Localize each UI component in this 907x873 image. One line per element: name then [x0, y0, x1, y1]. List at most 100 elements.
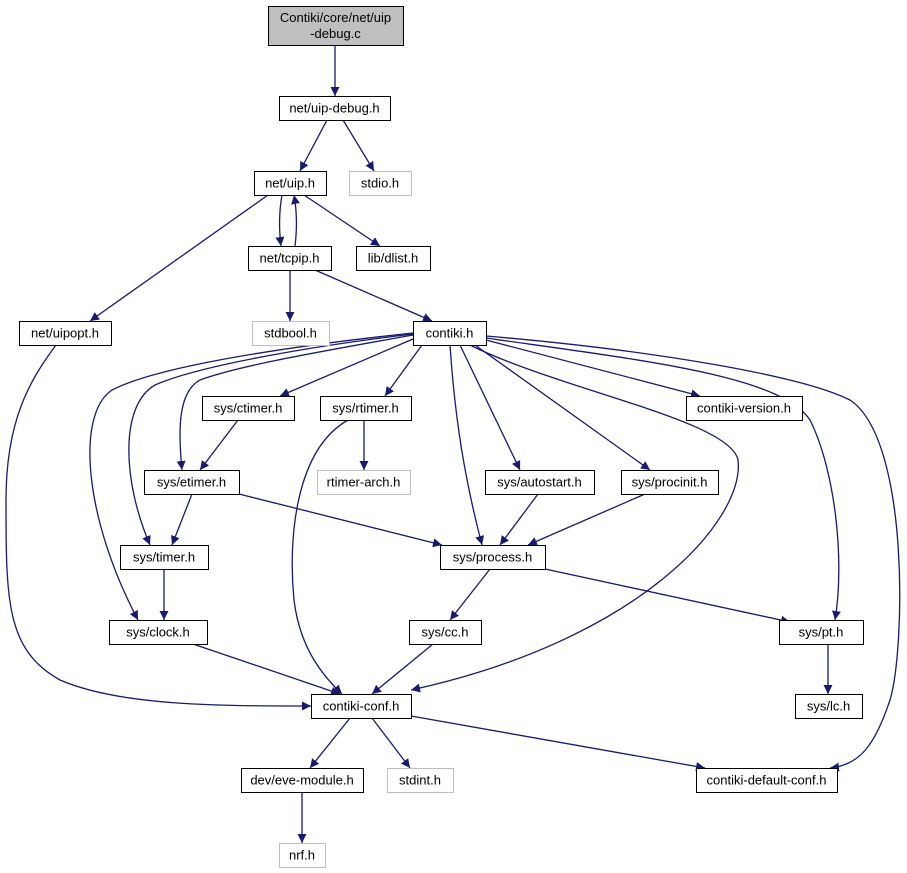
node-uip[interactable]: net/uip.h [254, 171, 327, 196]
edge-contiki-to-defconf [485, 335, 901, 772]
edge-uipdebug-to-stdio [342, 119, 375, 172]
node-rtimerarch[interactable]: rtimer-arch.h [317, 470, 411, 495]
node-label: stdint.h [399, 773, 441, 788]
edge-contiki-to-ctimer [279, 338, 414, 397]
node-ctimer[interactable]: sys/ctimer.h [202, 396, 295, 421]
edge-conf-to-eve [309, 717, 351, 769]
node-stdint[interactable]: stdint.h [387, 768, 454, 793]
node-label: sys/process.h [453, 550, 532, 565]
node-label: dev/eve-module.h [250, 773, 353, 788]
node-dlist[interactable]: lib/dlist.h [356, 246, 431, 271]
node-box [686, 396, 803, 421]
node-autostart[interactable]: sys/autostart.h [485, 470, 595, 495]
node-box [485, 470, 595, 495]
node-label: rtimer-arch.h [327, 475, 401, 490]
edge-rtimer-to-conf [291, 419, 349, 695]
node-tcpip[interactable]: net/tcpip.h [248, 246, 332, 271]
edge-procinit-to-process [527, 493, 646, 546]
node-label: stdbool.h [264, 326, 317, 341]
node-box [320, 396, 412, 421]
node-process[interactable]: sys/process.h [440, 545, 546, 570]
edge-contiki-to-procinit [474, 344, 651, 471]
edge-autostart-to-process [499, 493, 539, 546]
edge-cc-to-conf [371, 643, 434, 695]
node-box [109, 620, 208, 645]
edge-contiki-to-version [485, 339, 701, 399]
node-lc[interactable]: sys/lc.h [795, 694, 863, 719]
node-clock[interactable]: sys/clock.h [109, 620, 208, 645]
node-stdio[interactable]: stdio.h [349, 171, 412, 196]
node-label: contiki-version.h [697, 401, 791, 416]
node-etimer[interactable]: sys/etimer.h [144, 470, 240, 495]
node-procinit[interactable]: sys/procinit.h [621, 470, 719, 495]
edge-contiki-to-process [449, 344, 485, 546]
node-contiki[interactable]: contiki.h [413, 321, 487, 346]
edge-clock-to-conf [192, 643, 341, 696]
edge-uip-to-uipopt [89, 194, 269, 322]
node-box [779, 620, 864, 645]
edge-tcpip-to-contiki [314, 269, 433, 322]
node-timer[interactable]: sys/timer.h [120, 545, 209, 570]
edge-contiki-to-pt [485, 337, 841, 621]
node-uipopt[interactable]: net/uipopt.h [19, 321, 112, 346]
node-box [387, 768, 454, 793]
node-label: sys/ctimer.h [214, 401, 283, 416]
node-box [795, 694, 863, 719]
node-conf[interactable]: contiki-conf.h [311, 694, 412, 719]
node-box [440, 545, 546, 570]
node-box [279, 843, 326, 868]
node-label: sys/clock.h [126, 625, 190, 640]
node-pt[interactable]: sys/pt.h [779, 620, 864, 645]
node-label: contiki-default-conf.h [707, 773, 827, 788]
edge-contiki-to-rtimer [384, 344, 423, 397]
node-stdbool[interactable]: stdbool.h [252, 321, 330, 346]
node-label: sys/pt.h [799, 625, 844, 640]
node-label: contiki-conf.h [323, 699, 400, 714]
node-uipdebug[interactable]: net/uip-debug.h [279, 96, 391, 121]
edge-contiki-to-autostart [459, 344, 521, 471]
node-nrf[interactable]: nrf.h [279, 843, 326, 868]
edge-contiki-to-etimer [176, 334, 414, 471]
edge-contiki-to-timer [128, 333, 414, 546]
edge-uip-to-dlist [303, 194, 381, 247]
node-box [311, 694, 412, 719]
node-rtimer[interactable]: sys/rtimer.h [320, 396, 412, 421]
node-label: Contiki/core/net/uip [280, 10, 391, 25]
node-box [621, 470, 719, 495]
node-version[interactable]: contiki-version.h [686, 396, 803, 421]
node-box [349, 171, 412, 196]
node-label: net/tcpip.h [260, 251, 320, 266]
node-box [413, 321, 487, 346]
edge-tcpip-to-uip [291, 194, 300, 247]
edge-process-to-cc [449, 568, 491, 621]
node-label: nrf.h [289, 848, 315, 863]
node-label: sys/procinit.h [632, 475, 708, 490]
node-cc[interactable]: sys/cc.h [409, 620, 482, 645]
node-label: sys/cc.h [422, 625, 469, 640]
node-box [696, 768, 838, 793]
node-label: sys/rtimer.h [332, 401, 398, 416]
node-label: sys/timer.h [133, 550, 195, 565]
node-box [356, 246, 431, 271]
node-label: sys/autostart.h [497, 475, 582, 490]
node-label: net/uipopt.h [31, 326, 99, 341]
node-box [254, 171, 327, 196]
edge-ctimer-to-etimer [199, 419, 239, 471]
node-box [252, 321, 330, 346]
edge-uip-to-tcpip [275, 194, 285, 247]
node-box [19, 321, 112, 346]
edge-conf-to-defconf [410, 715, 706, 771]
node-root[interactable]: Contiki/core/net/uip-debug.c [268, 6, 404, 46]
node-label: stdio.h [361, 176, 399, 191]
node-label: net/uip-debug.h [289, 101, 379, 116]
node-defconf[interactable]: contiki-default-conf.h [696, 768, 838, 793]
node-label: sys/etimer.h [157, 475, 226, 490]
node-eve[interactable]: dev/eve-module.h [241, 768, 364, 793]
edge-contiki-to-conf [410, 344, 739, 693]
edge-etimer-to-timer [171, 493, 193, 546]
node-label: sys/lc.h [807, 699, 850, 714]
edges-layer [5, 45, 901, 843]
node-box [248, 246, 332, 271]
node-box [409, 620, 482, 645]
